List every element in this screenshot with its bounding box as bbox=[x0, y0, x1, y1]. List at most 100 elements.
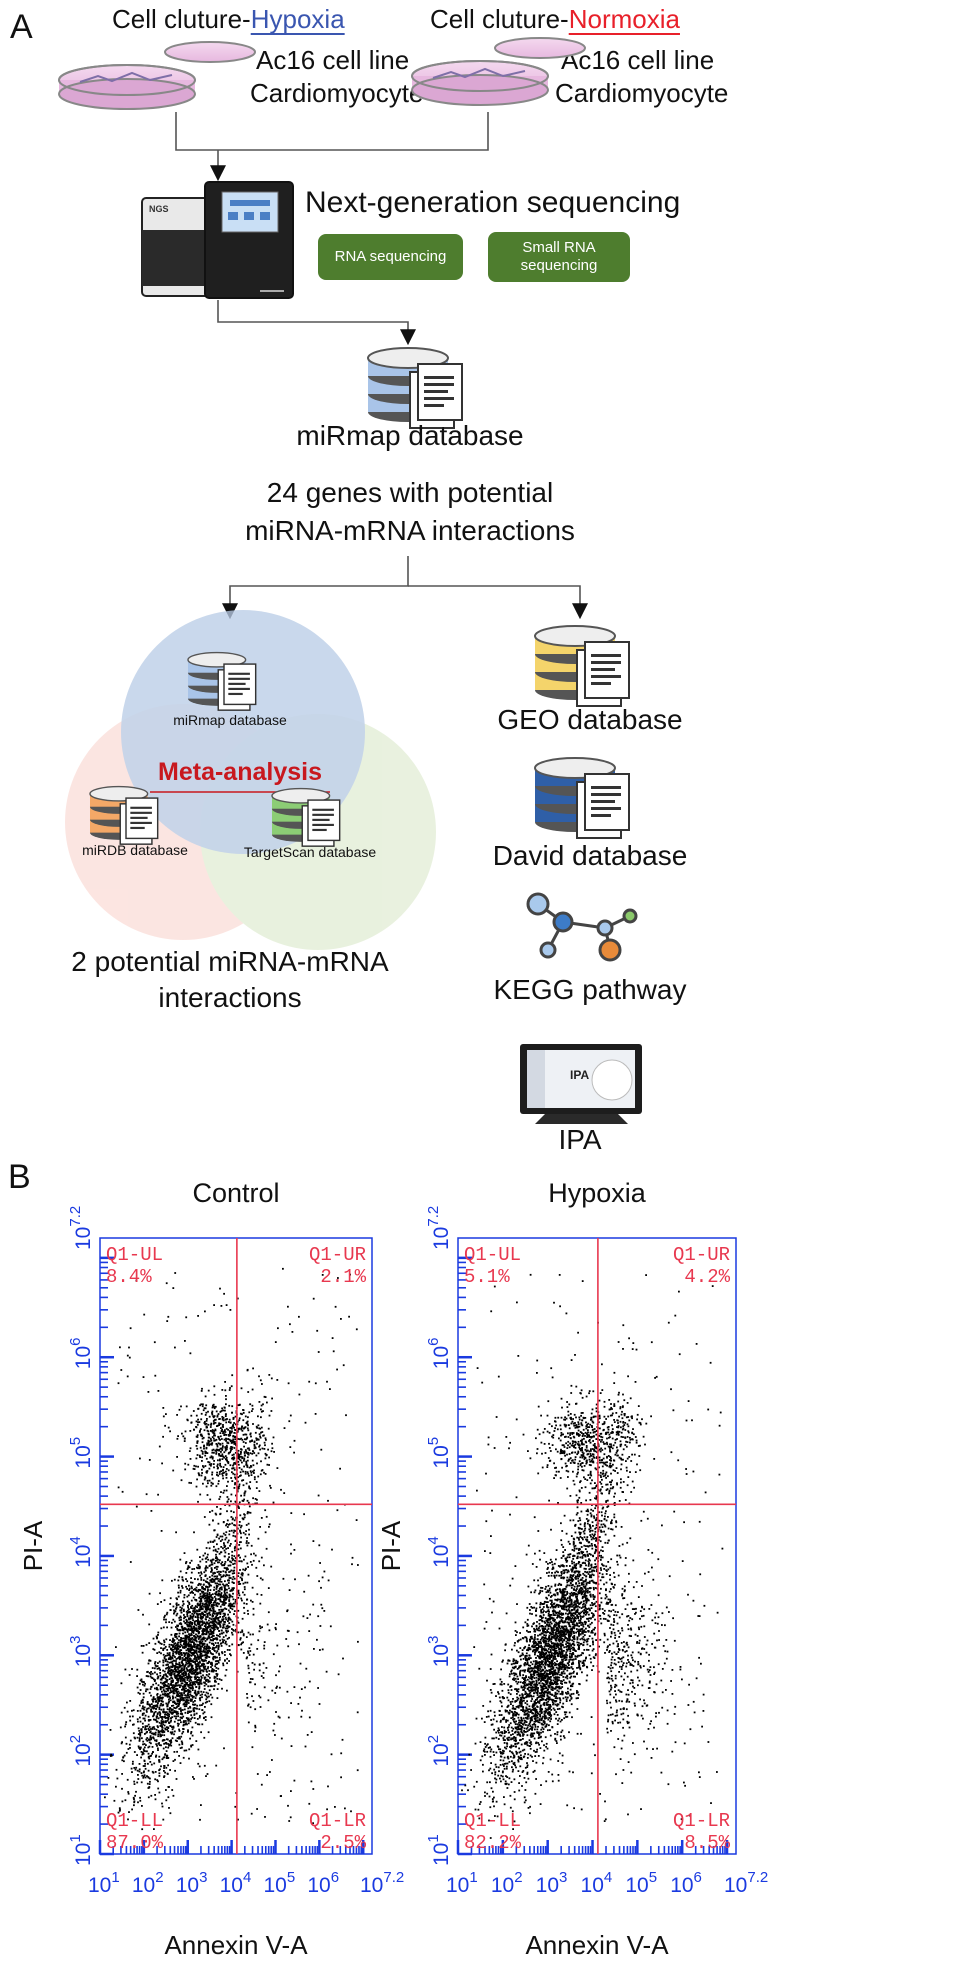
event-dot bbox=[205, 1581, 208, 1583]
event-dot bbox=[229, 1544, 231, 1547]
event-dot bbox=[199, 1653, 202, 1655]
event-dot bbox=[198, 1604, 201, 1607]
event-dot bbox=[188, 1625, 191, 1628]
event-dot bbox=[215, 1553, 217, 1556]
event-dot bbox=[205, 1657, 208, 1659]
event-dot bbox=[163, 1643, 166, 1646]
event-dot bbox=[218, 1423, 221, 1426]
event-dot bbox=[165, 1638, 168, 1641]
event-dot bbox=[131, 1668, 133, 1670]
x-tick-label: 101 bbox=[88, 1869, 120, 1897]
event-dot bbox=[171, 1579, 173, 1582]
event-dot bbox=[153, 1712, 155, 1715]
event-dot bbox=[243, 1593, 246, 1596]
event-dot bbox=[173, 1612, 175, 1615]
event-dot bbox=[139, 1799, 142, 1802]
event-dot bbox=[203, 1422, 206, 1424]
event-dot bbox=[190, 1668, 193, 1670]
event-dot bbox=[193, 1625, 195, 1628]
event-dot bbox=[304, 1686, 306, 1689]
event-dot bbox=[246, 1466, 249, 1468]
event-dot bbox=[260, 1460, 262, 1463]
event-dot bbox=[193, 1713, 196, 1716]
event-dot bbox=[238, 1419, 241, 1422]
event-dot bbox=[319, 1562, 321, 1564]
event-dot bbox=[257, 1415, 259, 1418]
event-dot bbox=[199, 1429, 201, 1432]
event-dot bbox=[232, 1563, 234, 1565]
event-dot bbox=[181, 1604, 184, 1607]
event-dot bbox=[208, 1617, 211, 1620]
event-dot bbox=[234, 1546, 236, 1548]
event-dot bbox=[238, 1560, 241, 1563]
event-dot bbox=[152, 1696, 155, 1698]
event-dot bbox=[187, 1636, 190, 1638]
petri-dish-icon bbox=[58, 41, 256, 110]
event-dot bbox=[260, 1783, 263, 1786]
event-dot bbox=[202, 1616, 204, 1618]
event-dot bbox=[227, 1626, 230, 1629]
event-dot bbox=[233, 1613, 235, 1615]
event-dot bbox=[220, 1594, 223, 1597]
event-dot bbox=[158, 1744, 161, 1746]
event-dot bbox=[199, 1646, 202, 1648]
event-dot bbox=[550, 1595, 553, 1597]
event-dot bbox=[157, 1731, 160, 1733]
event-dot bbox=[187, 1624, 190, 1627]
event-dot bbox=[211, 1457, 214, 1460]
event-dot bbox=[251, 1678, 254, 1680]
event-dot bbox=[199, 1636, 202, 1638]
event-dot bbox=[241, 1439, 244, 1441]
event-dot bbox=[173, 1711, 176, 1713]
event-dot bbox=[228, 1596, 231, 1599]
event-dot bbox=[196, 1704, 199, 1707]
event-dot bbox=[202, 1637, 205, 1639]
event-dot bbox=[216, 1585, 219, 1587]
event-dot bbox=[611, 1528, 614, 1531]
event-dot bbox=[213, 1419, 216, 1421]
event-dot bbox=[243, 1445, 245, 1448]
event-dot bbox=[253, 1476, 256, 1478]
event-dot bbox=[234, 1524, 237, 1527]
event-dot bbox=[214, 1405, 217, 1408]
event-dot bbox=[555, 1695, 558, 1698]
event-dot bbox=[206, 1556, 209, 1559]
event-dot bbox=[228, 1649, 231, 1651]
event-dot bbox=[196, 1657, 198, 1659]
event-dot bbox=[232, 1534, 235, 1537]
event-dot bbox=[156, 1725, 159, 1727]
event-dot bbox=[246, 1512, 249, 1515]
event-dot bbox=[192, 1410, 195, 1412]
event-dot bbox=[122, 1756, 124, 1759]
event-dot bbox=[255, 1425, 258, 1428]
event-dot bbox=[152, 1705, 154, 1708]
event-dot bbox=[148, 1757, 151, 1760]
event-dot bbox=[244, 1442, 247, 1444]
event-dot bbox=[246, 1656, 248, 1659]
event-dot bbox=[247, 1721, 250, 1724]
event-dot bbox=[204, 1477, 207, 1480]
event-dot bbox=[199, 1665, 202, 1668]
event-dot bbox=[231, 1595, 234, 1598]
event-dot bbox=[209, 1614, 211, 1616]
event-dot bbox=[150, 1738, 152, 1741]
event-dot bbox=[201, 1696, 203, 1699]
event-dot bbox=[221, 1428, 223, 1431]
event-dot bbox=[127, 1791, 130, 1793]
event-dot bbox=[216, 1534, 219, 1536]
event-dot bbox=[152, 1683, 155, 1686]
event-dot bbox=[219, 1435, 222, 1438]
event-dot bbox=[179, 1719, 181, 1721]
event-dot bbox=[168, 1807, 170, 1809]
event-dot bbox=[259, 1526, 261, 1528]
event-dot bbox=[283, 1492, 286, 1494]
event-dot bbox=[181, 1578, 184, 1581]
event-dot bbox=[177, 1679, 180, 1681]
event-dot bbox=[254, 1708, 257, 1711]
event-dot bbox=[239, 1529, 241, 1532]
event-dot bbox=[181, 1678, 184, 1680]
event-dot bbox=[242, 1568, 245, 1571]
event-dot bbox=[192, 1681, 195, 1683]
event-dot bbox=[183, 1552, 186, 1554]
event-dot bbox=[224, 1446, 227, 1448]
